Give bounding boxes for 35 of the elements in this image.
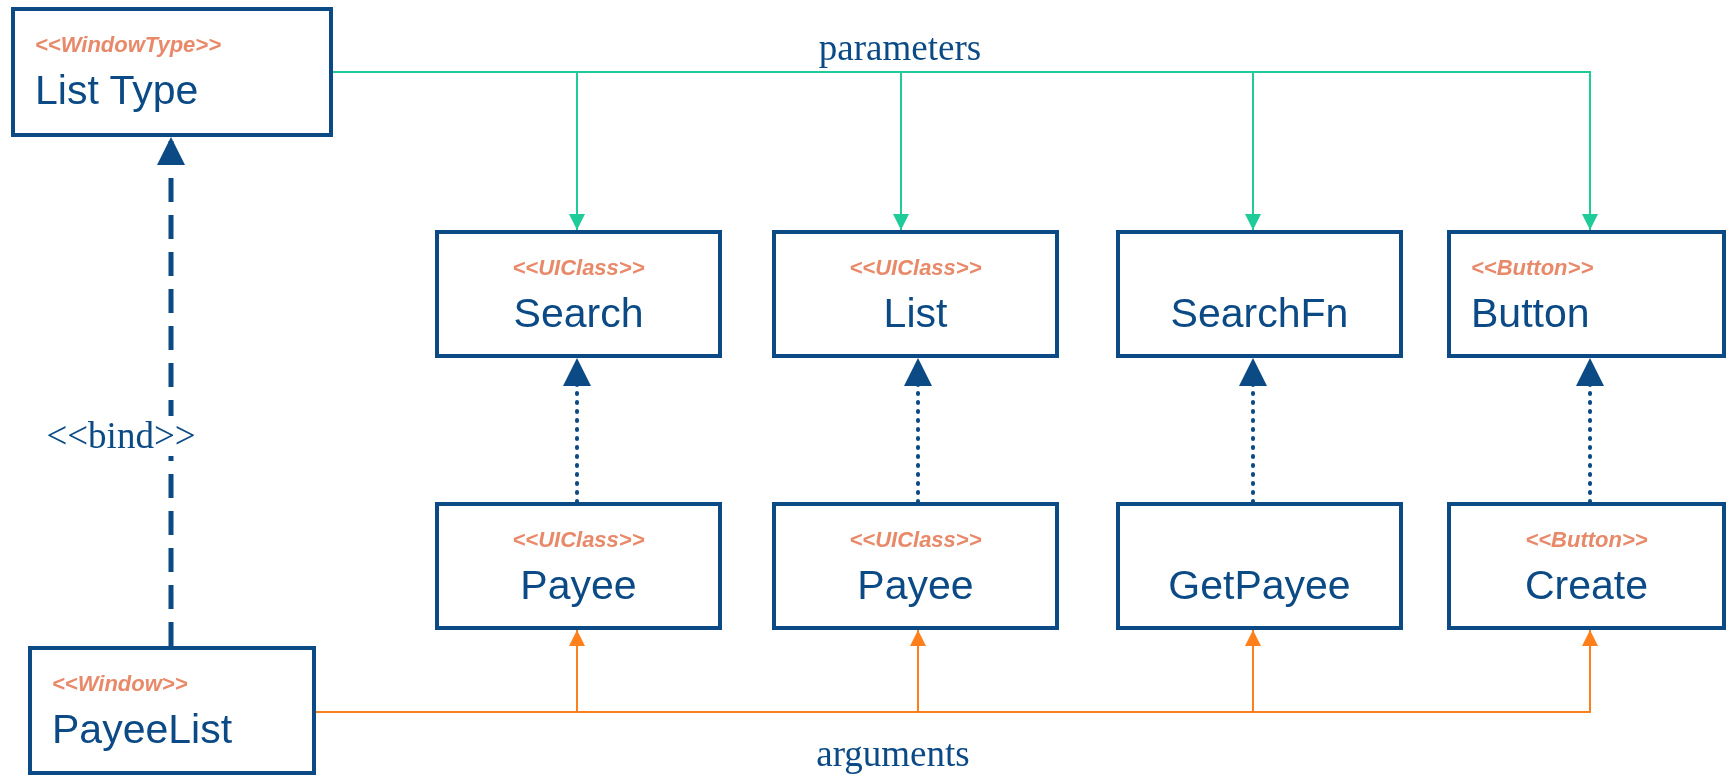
class-name: Search [513, 289, 644, 338]
class-box [772, 230, 1059, 358]
class-box [28, 646, 316, 775]
edge-label: arguments [815, 734, 971, 774]
class-name: GetPayee [1168, 561, 1351, 610]
stereotype-label: <<UIClass>> [512, 254, 645, 282]
stereotype-label: <<UIClass>> [849, 526, 982, 554]
arrow [904, 356, 932, 504]
class-name: Create [1524, 561, 1649, 610]
class-name: Button [1471, 289, 1590, 338]
stereotype-label: <<Button>> [1471, 254, 1594, 282]
stereotype-label: <<Button>> [1525, 526, 1648, 554]
stereotype-label: <<Window>> [52, 670, 188, 698]
arrow [1239, 356, 1267, 504]
class-name: Payee [857, 561, 974, 610]
class-box [1447, 502, 1726, 630]
stereotype-label: <<WindowType>> [35, 31, 222, 59]
class-name: List Type [35, 66, 199, 115]
class-box [1116, 502, 1403, 630]
arrow [563, 356, 591, 504]
class-box [1116, 230, 1403, 358]
stereotype-label: <<UIClass>> [849, 254, 982, 282]
class-box [435, 502, 722, 630]
class-name: PayeeList [52, 705, 233, 754]
arrow [1576, 356, 1604, 504]
class-name: Payee [520, 561, 637, 610]
class-box [772, 502, 1059, 630]
class-box [435, 230, 722, 358]
arrow [157, 137, 185, 646]
edge-label: parameters [817, 28, 983, 68]
class-name: List [883, 289, 948, 338]
stereotype-label: <<UIClass>> [512, 526, 645, 554]
class-box [1447, 230, 1726, 358]
class-name: SearchFn [1170, 289, 1349, 338]
class-box [11, 7, 333, 137]
